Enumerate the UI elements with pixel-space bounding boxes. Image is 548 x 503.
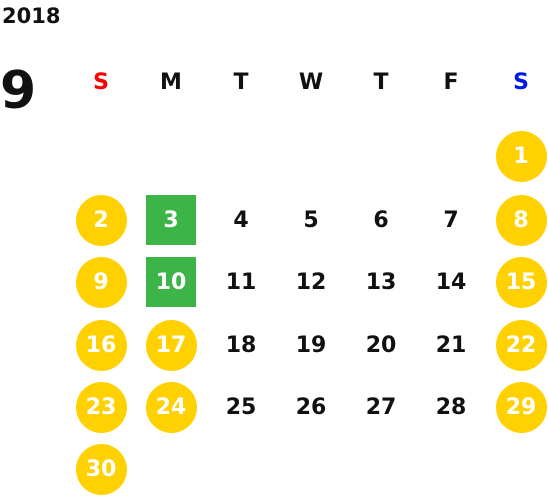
day-number: 25 [225, 394, 257, 420]
day-cell[interactable]: 20 [346, 319, 416, 371]
holiday-day-number: 9 [75, 256, 127, 308]
holiday-day-number: 16 [75, 319, 127, 371]
event-day-number: 3 [146, 195, 196, 245]
day-number: 7 [443, 207, 459, 233]
day-cell[interactable]: 28 [416, 381, 486, 433]
day-cell[interactable]: 3 [136, 194, 206, 246]
day-number: 5 [303, 207, 319, 233]
month-number: 9 [0, 61, 37, 121]
event-day-number: 10 [146, 257, 196, 307]
day-cell[interactable]: 9 [66, 256, 136, 308]
day-cell[interactable]: 18 [206, 319, 276, 371]
day-number: 12 [295, 269, 327, 295]
holiday-day-number: 17 [145, 319, 197, 371]
day-cell[interactable]: 12 [276, 256, 346, 308]
holiday-day-number: 2 [75, 194, 127, 246]
day-number: 6 [373, 207, 389, 233]
weekday-header: S [513, 69, 529, 95]
holiday-day-number: 15 [495, 256, 547, 308]
day-cell[interactable]: 4 [206, 194, 276, 246]
holiday-day-number: 24 [145, 381, 197, 433]
day-cell[interactable]: 30 [66, 443, 136, 495]
holiday-day-number: 23 [75, 381, 127, 433]
day-number: 28 [435, 394, 467, 420]
holiday-day-number: 29 [495, 381, 547, 433]
day-cell[interactable]: 6 [346, 194, 416, 246]
year-label: 2018 [2, 4, 61, 28]
holiday-day-number: 22 [495, 319, 547, 371]
day-number: 19 [295, 332, 327, 358]
day-number: 11 [225, 269, 257, 295]
day-number: 26 [295, 394, 327, 420]
day-cell[interactable]: 21 [416, 319, 486, 371]
day-cell[interactable]: 10 [136, 256, 206, 308]
day-cell[interactable]: 25 [206, 381, 276, 433]
day-cell[interactable]: 8 [486, 194, 548, 246]
day-number: 18 [225, 332, 257, 358]
weekday-header: F [443, 69, 459, 95]
holiday-day-number: 1 [495, 130, 547, 182]
weekday-header: M [160, 69, 182, 95]
day-cell[interactable]: 29 [486, 381, 548, 433]
day-cell[interactable]: 27 [346, 381, 416, 433]
day-cell[interactable]: 22 [486, 319, 548, 371]
day-cell[interactable]: 24 [136, 381, 206, 433]
day-number: 27 [365, 394, 397, 420]
day-cell[interactable]: 16 [66, 319, 136, 371]
weekday-header: T [233, 69, 249, 95]
weekday-header: T [373, 69, 389, 95]
weekday-header: S [93, 69, 109, 95]
holiday-day-number: 30 [75, 443, 127, 495]
day-cell[interactable]: 11 [206, 256, 276, 308]
day-cell[interactable]: 19 [276, 319, 346, 371]
day-number: 13 [365, 269, 397, 295]
day-cell[interactable]: 13 [346, 256, 416, 308]
day-cell[interactable]: 14 [416, 256, 486, 308]
day-number: 21 [435, 332, 467, 358]
day-cell[interactable]: 5 [276, 194, 346, 246]
day-cell[interactable]: 17 [136, 319, 206, 371]
day-cell[interactable]: 7 [416, 194, 486, 246]
day-number: 4 [233, 207, 249, 233]
day-number: 14 [435, 269, 467, 295]
day-cell[interactable]: 1 [486, 130, 548, 182]
day-cell[interactable]: 2 [66, 194, 136, 246]
day-cell[interactable]: 26 [276, 381, 346, 433]
day-cell[interactable]: 15 [486, 256, 548, 308]
weekday-header: W [298, 69, 324, 95]
day-number: 20 [365, 332, 397, 358]
day-cell[interactable]: 23 [66, 381, 136, 433]
holiday-day-number: 8 [495, 194, 547, 246]
